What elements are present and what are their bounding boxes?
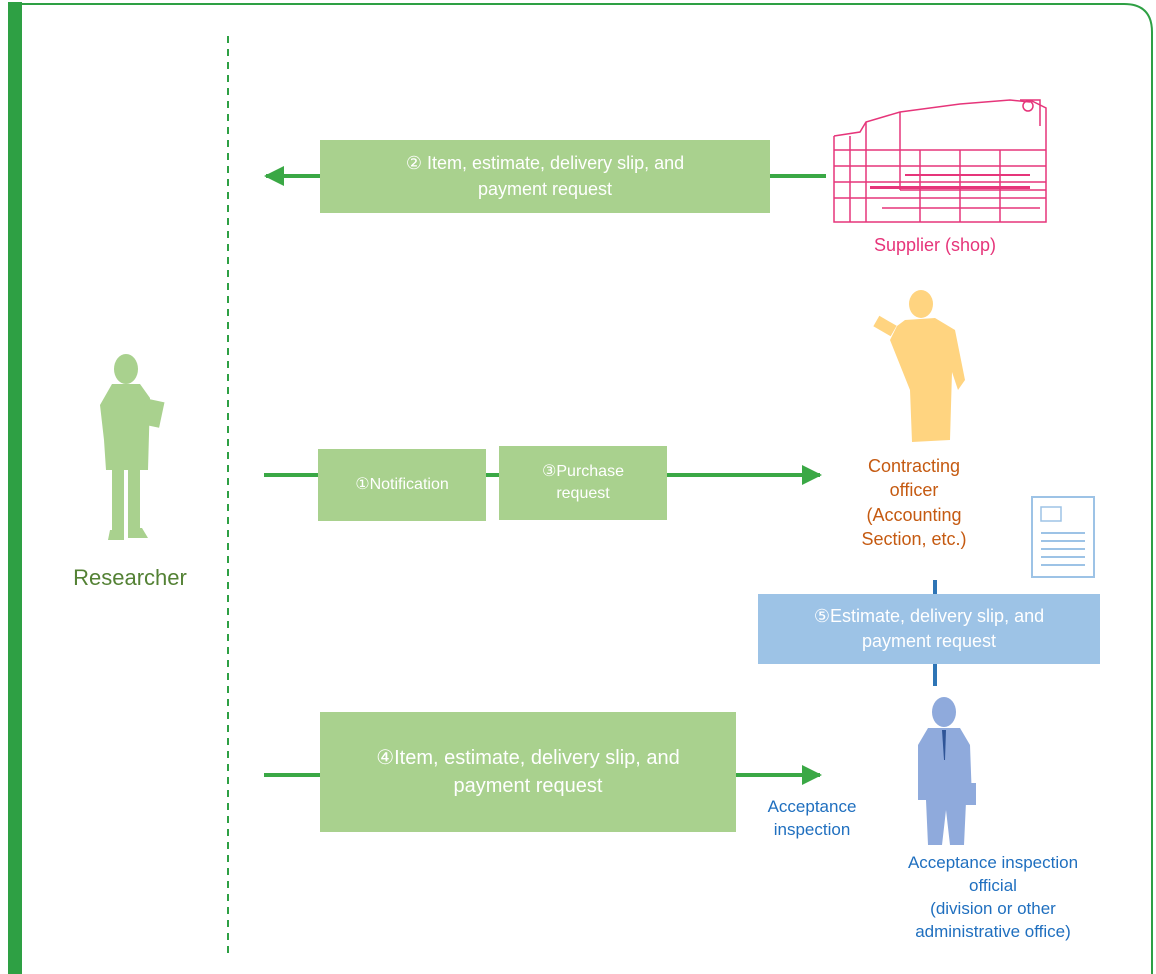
acceptance-line2: inspection: [773, 819, 851, 839]
step4-line2: payment request: [453, 775, 603, 797]
step1-box: ①Notification: [318, 449, 486, 521]
inspection-line4: administrative office): [915, 921, 1071, 941]
acceptance-line1: Acceptance: [767, 797, 857, 816]
step3-line2: request: [556, 485, 610, 502]
contracting-officer-label: Contracting officer (Accounting Section,…: [826, 454, 1002, 551]
step5-box: ⑤Estimate, delivery slip, and payment re…: [758, 594, 1100, 664]
acceptance-inspection-label: Acceptance inspection: [744, 796, 880, 842]
inspection-line2: official: [969, 875, 1017, 895]
step2-line2: payment request: [477, 178, 613, 199]
step2-line1: ② Item, estimate, delivery slip, and: [405, 153, 685, 174]
step4-box: ④Item, estimate, delivery slip, and paym…: [320, 712, 736, 832]
step2-box: ② Item, estimate, delivery slip, and pay…: [320, 140, 770, 213]
contracting-line2: officer: [889, 480, 939, 501]
step1-label: ①Notification: [355, 475, 449, 493]
step4-line1: ④Item, estimate, delivery slip, and: [376, 747, 680, 769]
step5-line1: ⑤Estimate, delivery slip, and: [813, 605, 1045, 626]
researcher-label: Researcher: [73, 565, 187, 590]
step5-line2: payment request: [861, 631, 997, 651]
inspection-official-label: Acceptance inspection official (division…: [870, 852, 1116, 944]
contracting-line4: Section, etc.): [861, 528, 967, 549]
step3-line1: ③Purchase: [542, 462, 624, 480]
frame-left-bar: [8, 2, 22, 974]
step3-box: ③Purchase request: [499, 446, 667, 520]
contracting-line3: (Accounting: [866, 504, 962, 525]
inspection-line1: Acceptance inspection: [907, 853, 1079, 872]
contracting-line1: Contracting: [867, 456, 961, 476]
frame-border: [9, 3, 1153, 974]
supplier-label: Supplier (shop): [873, 235, 997, 255]
inspection-line3: (division or other: [930, 898, 1056, 918]
